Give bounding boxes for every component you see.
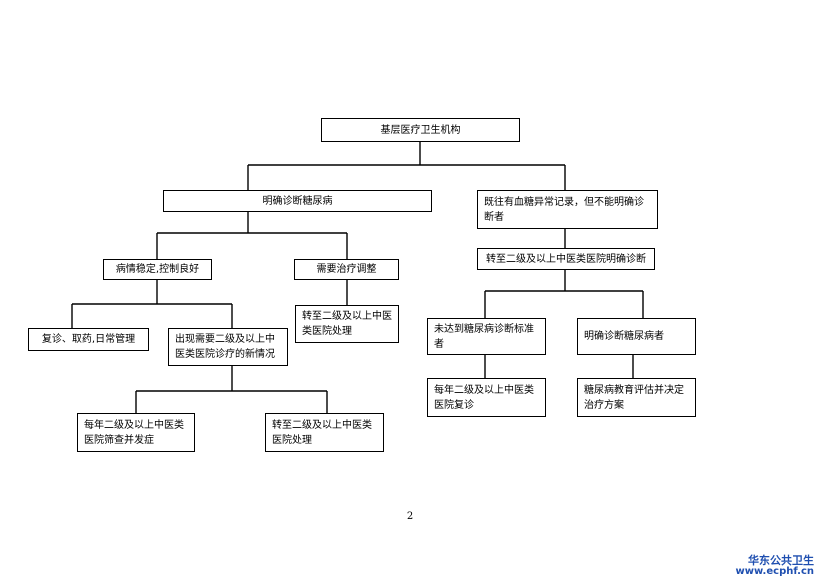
- node-text: 转至二级及以上中医类医院处理: [272, 419, 372, 446]
- node-below-criteria: 未达到糖尿病诊断标准者: [427, 318, 546, 355]
- node-text: 每年二级及以上中医类医院筛查并发症: [84, 419, 184, 446]
- node-stable-refer: 转至二级及以上中医类医院处理: [265, 413, 384, 452]
- watermark-url: www.ecphf.cn: [735, 566, 814, 577]
- node-text: 既往有血糖异常记录，但不能明确诊断者: [484, 196, 644, 223]
- node-confirmed-diabetes: 明确诊断糖尿病: [163, 190, 432, 212]
- node-text: 需要治疗调整: [316, 264, 377, 275]
- node-text: 病情稳定,控制良好: [115, 264, 200, 275]
- node-treatment-plan: 糖尿病教育评估并决定治疗方案: [577, 378, 696, 417]
- node-text: 每年二级及以上中医类医院复诊: [434, 384, 534, 411]
- page-number: 2: [406, 511, 414, 522]
- node-abnormal-history: 既往有血糖异常记录，但不能明确诊断者: [477, 190, 658, 229]
- node-new-situation: 出现需要二级及以上中医类医院诊疗的新情况: [168, 328, 288, 366]
- watermark-name: 华东公共卫生: [748, 554, 814, 567]
- node-text: 基层医疗卫生机构: [380, 124, 461, 136]
- node-text: 转至二级及以上中医类医院明确诊断: [486, 253, 646, 265]
- node-confirmed-patients: 明确诊断糖尿病者: [577, 318, 696, 355]
- node-annual-revisit: 每年二级及以上中医类医院复诊: [427, 378, 546, 417]
- node-text: 未达到糖尿病诊断标准者: [434, 323, 534, 350]
- node-text: 转至二级及以上中医类医院处理: [302, 311, 392, 337]
- node-annual-screening: 每年二级及以上中医类医院筛查并发症: [77, 413, 195, 452]
- node-refer-diagnosis: 转至二级及以上中医类医院明确诊断: [477, 248, 655, 270]
- node-text: 明确诊断糖尿病者: [584, 331, 664, 342]
- node-needs-adjustment: 需要治疗调整: [294, 259, 399, 280]
- node-text: 明确诊断糖尿病: [262, 195, 333, 207]
- node-text: 糖尿病教育评估并决定治疗方案: [584, 384, 684, 411]
- node-routine-care: 复诊、取药,日常管理: [28, 328, 149, 351]
- node-text: 复诊、取药,日常管理: [41, 334, 136, 345]
- node-stable: 病情稳定,控制良好: [103, 259, 212, 280]
- node-adjust-refer: 转至二级及以上中医类医院处理: [295, 305, 399, 343]
- node-text: 出现需要二级及以上中医类医院诊疗的新情况: [175, 334, 275, 360]
- node-primary-care: 基层医疗卫生机构: [321, 118, 520, 142]
